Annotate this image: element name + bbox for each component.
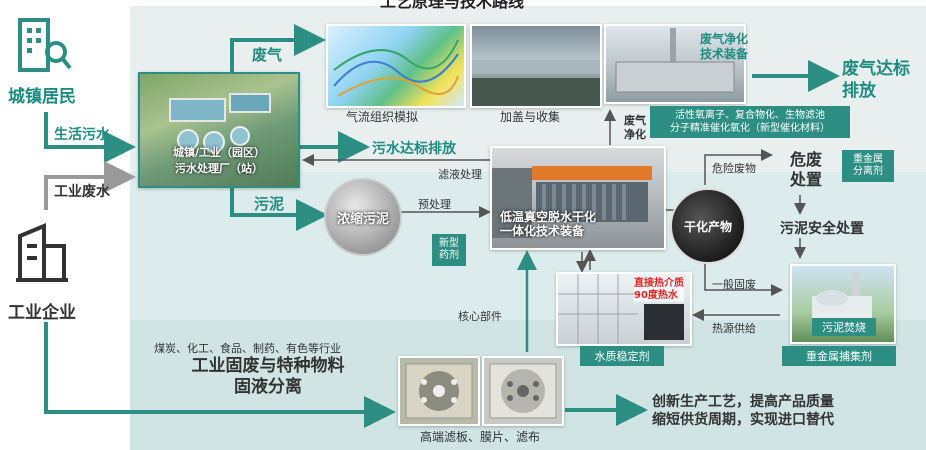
filtrate-label: 滤液处理 xyxy=(438,168,482,181)
gas-methods-box: 活性氧离子、复合物化、生物滤池 分子精准催化氧化（新型催化材料） xyxy=(650,106,850,138)
hazard-disposal-title: 危废 处置 xyxy=(790,150,823,189)
heavy-metal-capture-box: 重金属捕集剂 xyxy=(782,346,896,366)
airflow-caption: 气流组织模拟 xyxy=(346,110,419,124)
exhaust-purify-label: 废气 净化 xyxy=(624,114,646,141)
heat-supply-label: 热源供给 xyxy=(712,322,756,335)
residents-label: 城镇居民 xyxy=(8,87,76,107)
industrial-wastewater-label: 工业废水 xyxy=(54,184,110,200)
general-solid-label: 一般固废 xyxy=(712,278,756,291)
core-parts-label: 核心部件 xyxy=(458,310,502,323)
dry-product: 干化产物 xyxy=(670,188,746,264)
new-agent-box: 新型 药剂 xyxy=(432,234,466,266)
heat-tank-overlay: 直接热介质 90度热水 xyxy=(634,278,684,302)
dry-product-label: 干化产物 xyxy=(683,219,732,234)
heat-tank-image: 直接热介质 90度热水 xyxy=(556,272,692,346)
safe-disposal-label: 污泥安全处置 xyxy=(780,221,864,237)
gas-standard-label: 废气达标 排放 xyxy=(842,59,910,101)
domestic-sewage-label: 生活污水 xyxy=(54,127,110,143)
filter-plate-image-2 xyxy=(482,356,564,426)
sludge-label: 污泥 xyxy=(254,195,285,213)
gas-device-label: 废气净化 技术装备 xyxy=(700,32,749,61)
plant-label: 城镇/工业（园区） 污水处理厂（站） xyxy=(172,146,266,175)
filter-plates-caption: 高端滤板、膜片、滤布 xyxy=(420,430,541,444)
water-stabilizer-box: 水质稳定剂 xyxy=(580,346,664,366)
pretreatment-label: 预处理 xyxy=(418,198,451,211)
cover-caption: 加盖与收集 xyxy=(500,110,561,124)
sewage-discharge-label: 污水达标排放 xyxy=(372,141,456,157)
gas-device-image xyxy=(604,24,746,104)
plant-photo: 城镇/工业（园区） 污水处理厂（站） xyxy=(138,72,300,188)
airflow-simulation-image xyxy=(326,24,466,108)
innovation-text: 创新生产工艺，提高产品质量 缩短供货周期，实现进口替代 xyxy=(652,394,834,428)
core-device-image: 低温真空脱水干化 一体化技术装备 xyxy=(490,146,666,250)
incineration-image: 污泥焚烧 xyxy=(790,264,896,344)
incineration-label: 污泥焚烧 xyxy=(812,318,876,336)
heavy-metal-separator-box: 重金属 分离剂 xyxy=(842,150,894,182)
industry-main-label: 工业固废与特种物料 固液分离 xyxy=(191,356,345,397)
top-title: 工艺原理与技术路线 xyxy=(380,0,525,11)
enterprise-label: 工业企业 xyxy=(8,303,76,323)
industry-sub-label: 煤炭、化工、食品、制药、有色等行业 xyxy=(154,342,341,355)
cover-collection-image xyxy=(470,24,602,108)
building-search-icon xyxy=(16,16,74,74)
exhaust-gas-label: 废气 xyxy=(252,46,283,64)
hazardous-waste-label: 危险废物 xyxy=(712,162,756,175)
concentrated-sludge-label: 浓缩污泥 xyxy=(336,211,389,227)
factory-icon xyxy=(14,222,70,284)
filter-plate-image-1 xyxy=(398,356,480,426)
core-device-label: 低温真空脱水干化 一体化技术装备 xyxy=(500,210,597,238)
concentrated-sludge: 浓缩污泥 xyxy=(324,178,402,256)
